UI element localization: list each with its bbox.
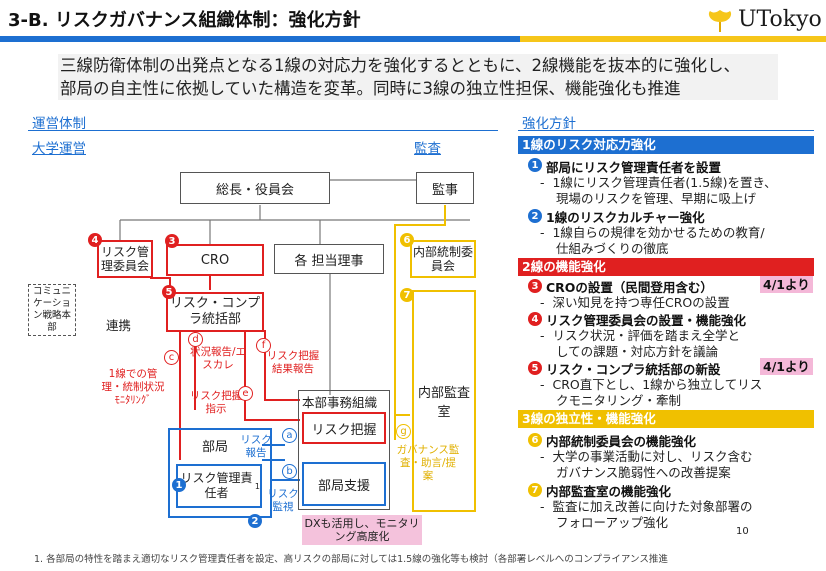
policy-item-1-sub-2: 現場のリスクを管理、早期に吸上げ: [556, 191, 757, 206]
circle-d: d: [188, 332, 203, 347]
policy-item-3-sub-1: - 深い知見を持つ専任CROの設置: [540, 295, 730, 310]
cro-box: CRO: [166, 244, 264, 276]
communication-strategy-box: コミュニケーション戦略本部: [28, 284, 76, 336]
internal-control-committee-box: 内部統制委員会: [410, 240, 476, 278]
policy-item-2-sub-2: 仕組みづくりの徹底: [556, 241, 669, 256]
num-2-icon: 2: [248, 514, 262, 528]
ginkgo-logo-icon: [708, 10, 732, 32]
compliance-hq-box: リスク・コンプラ統括部: [166, 292, 264, 332]
internal-audit-box: 内部監査室: [412, 290, 476, 512]
label-audit: 監査: [414, 141, 441, 157]
policy-header-1: 1線のリスク対応力強化: [518, 136, 814, 154]
risk-grasp-box: リスク把握: [302, 412, 386, 444]
divider-right: [518, 130, 814, 131]
policy-num-2-icon: 2: [528, 209, 542, 223]
president-board-box: 総長・役員会: [180, 172, 330, 204]
badge-4-1-compliance: 4/1より: [760, 358, 813, 375]
hq-admin-frame: [298, 390, 390, 510]
executives-box: 各 担当理事: [274, 244, 384, 274]
auditor-box: 監事: [416, 172, 474, 204]
label-d-report: 状況報告/エスカレ: [189, 346, 247, 371]
label-b-risk-monitor: リスク監視: [267, 488, 299, 513]
policy-item-7-sub-2: フォローアップ強化: [556, 515, 669, 530]
label-renkei: 連携: [106, 318, 132, 333]
risk-committee-box: リスク管理委員会: [97, 240, 153, 278]
policy-num-7-icon: 7: [528, 483, 542, 497]
policy-num-6-icon: 6: [528, 433, 542, 447]
label-c-monitoring: 1線での管理・統制状況ﾓﾆﾀﾘﾝｸﾞ: [101, 368, 165, 406]
hq-admin-label: 本部事務組織: [302, 395, 378, 410]
footnote: 1. 各部局の特性を踏まえ適切なリスク管理責任者を設定、高リスクの部局に対しては…: [34, 554, 668, 565]
policy-num-3-icon: 3: [528, 279, 542, 293]
num-5-icon: 5: [162, 285, 176, 299]
policy-item-4-sub-1: - リスク状況・評価を踏まえ全学と: [540, 328, 740, 343]
label-univ-ops: 大学運営: [32, 141, 86, 157]
policy-item-5-sub-2: クモニタリング・牽制: [556, 393, 682, 408]
section-label-operations: 運営体制: [32, 116, 86, 132]
risk-manager-text: リスク管理責任者: [180, 471, 253, 500]
policy-header-2: 2線の機能強化: [518, 258, 814, 276]
policy-item-5: リスク・コンプラ統括部の新設: [546, 362, 721, 377]
policy-item-1: 部局にリスク管理責任者を設置: [546, 160, 722, 175]
num-1-icon: 1: [172, 478, 186, 492]
dx-note: DXも活用し、モニタリング高度化: [302, 515, 422, 545]
dept-label: 部局: [202, 440, 229, 455]
policy-item-6: 内部統制委員会の機能強化: [546, 434, 697, 449]
dept-support-box: 部局支援: [302, 462, 386, 506]
logo-text: UTokyo: [738, 7, 822, 32]
intro-line-2: 部局の自主性に依拠していた構造を変革。同時に3線の独立性担保、機能強化も推進: [60, 79, 681, 98]
label-f-result: リスク把握結果報告: [266, 350, 320, 375]
circle-c: c: [164, 350, 179, 365]
page-title: 3-B. リスクガバナンス組織体制：強化方針: [8, 10, 361, 31]
circle-b: b: [282, 464, 297, 479]
policy-num-4-icon: 4: [528, 312, 542, 326]
badge-4-1-cro: 4/1より: [760, 276, 813, 293]
policy-item-6-sub-1: - 大学の事業活動に対し、リスク含む: [540, 449, 753, 464]
num-7-icon: 7: [400, 288, 414, 302]
policy-header-3: 3線の独立性・機能強化: [518, 410, 814, 428]
label-g-governance: ガバナンス監査・助言/提案: [396, 444, 460, 482]
num-6-icon: 6: [400, 233, 414, 247]
policy-item-7-sub-1: - 監査に加え改善に向けた対象部署の: [540, 499, 753, 514]
circle-a: a: [282, 428, 297, 443]
header-bar-blue: [0, 36, 520, 42]
policy-item-5-sub-1: - CRO直下とし、1線から独立してリス: [540, 377, 763, 392]
policy-item-3: CROの設置（民間登用含む）: [546, 280, 713, 295]
page-number: 10: [736, 526, 749, 537]
intro-line-1: 三線防衛体制の出発点となる1線の対応力を強化するとともに、2線機能を抜本的に強化…: [60, 56, 741, 75]
dept-frame: [168, 428, 272, 518]
circle-f: f: [256, 338, 271, 353]
divider: [28, 130, 498, 131]
policy-item-2-sub-1: - 1線自らの規律を効かせるための教育/: [540, 225, 765, 240]
policy-item-2: 1線のリスクカルチャー強化: [546, 210, 705, 225]
policy-item-6-sub-2: ガバナンス脆弱性への改善提案: [556, 465, 731, 480]
label-e-instruction: リスク把握指示: [189, 390, 243, 415]
policy-item-4: リスク管理委員会の設置・機能強化: [546, 313, 747, 328]
circle-g: g: [396, 424, 411, 439]
num-4-icon: 4: [88, 233, 102, 247]
policy-item-4-sub-2: しての課題・対応方針を議論: [556, 344, 719, 359]
policy-num-1-icon: 1: [528, 158, 542, 172]
header-bar-yellow: [520, 36, 826, 42]
policy-item-1-sub-1: - 1線にリスク管理責任者(1.5線)を置き、: [540, 175, 777, 190]
policy-item-7: 内部監査室の機能強化: [546, 484, 672, 499]
risk-manager-footnote: 1: [254, 481, 260, 491]
label-a-risk-report: リスク報告: [240, 434, 272, 459]
intro-box: 三線防衛体制の出発点となる1線の対応力を強化するとともに、2線機能を抜本的に強化…: [58, 54, 778, 100]
circle-e: e: [238, 386, 253, 401]
num-3-icon: 3: [165, 234, 179, 248]
section-label-policy: 強化方針: [522, 116, 576, 132]
policy-num-5-icon: 5: [528, 361, 542, 375]
